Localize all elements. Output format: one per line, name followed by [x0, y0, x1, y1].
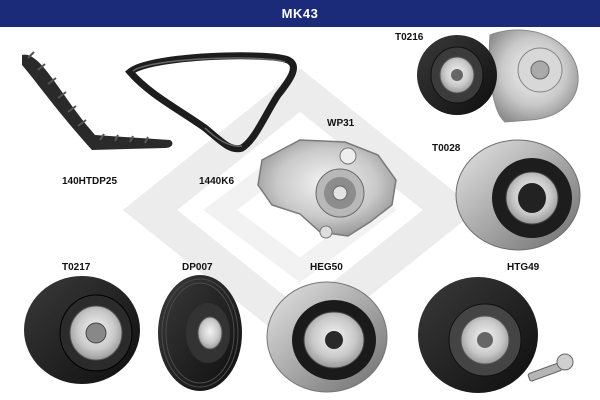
- water-pump-image: [257, 139, 397, 239]
- timing-belt-image: [22, 51, 173, 150]
- tensioner-with-bolt-image: [418, 277, 574, 393]
- kit-header-bar: MK43: [0, 0, 600, 27]
- part-code-140htdp25: 140HTDP25: [62, 176, 118, 187]
- part-code-heg50: HEG50: [310, 262, 343, 273]
- belt-tensioner-image: [417, 29, 579, 123]
- tensioner-pulley-image: [24, 276, 140, 384]
- part-code-dp007: DP007: [182, 262, 213, 273]
- deflection-pulley-image: [266, 281, 388, 393]
- part-code-1440k6: 1440K6: [199, 176, 235, 187]
- idler-pulley-image: [455, 139, 581, 251]
- v-ribbed-belt-image: [125, 52, 297, 153]
- part-code-htg49: HTG49: [507, 262, 540, 273]
- part-code-wp31: WP31: [327, 118, 355, 129]
- kit-title: MK43: [281, 6, 319, 21]
- part-code-t0028: T0028: [432, 143, 461, 154]
- part-code-t0216: T0216: [395, 32, 424, 43]
- crankshaft-pulley-image: [158, 275, 242, 391]
- part-code-t0217: T0217: [62, 262, 91, 273]
